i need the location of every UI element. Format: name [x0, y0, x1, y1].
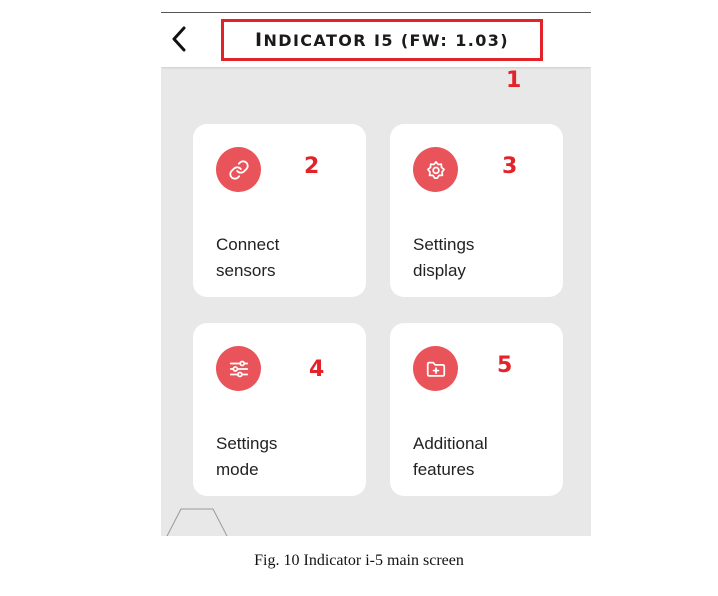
top-bar: INDICATOR I5 (FW: 1.03)	[161, 12, 591, 67]
card-label-line: display	[413, 261, 466, 280]
chevron-left-icon	[172, 26, 186, 52]
callout-number-3: 3	[502, 154, 518, 179]
folder-plus-icon	[426, 361, 445, 377]
card-label-line: Settings	[413, 235, 475, 254]
settings-mode-card[interactable]: 4 Settings mode	[193, 323, 366, 496]
card-label: Connect sensors	[216, 232, 356, 284]
additional-features-icon-circle	[413, 346, 458, 391]
connect-sensors-icon-circle	[216, 147, 261, 192]
card-label: Settings display	[413, 232, 553, 284]
bottom-sheet-handle[interactable]	[165, 506, 231, 536]
gear-flower-icon	[426, 160, 445, 179]
connect-sensors-card[interactable]: 2 Connect sensors	[193, 124, 366, 297]
settings-display-card[interactable]: 3 Settings display	[390, 124, 563, 297]
title-rest: NDICATOR I5 (FW: 1.03)	[263, 31, 509, 50]
settings-mode-icon-circle	[216, 346, 261, 391]
sliders-icon	[229, 360, 248, 377]
callout-number-5: 5	[497, 353, 513, 378]
card-label: Settings mode	[216, 431, 356, 483]
page-title: INDICATOR I5 (FW: 1.03)	[255, 29, 509, 51]
callout-number-2: 2	[304, 154, 320, 179]
card-label-line: features	[413, 460, 475, 479]
settings-display-icon-circle	[413, 147, 458, 192]
card-label-line: Settings	[216, 434, 278, 453]
title-highlight-box: INDICATOR I5 (FW: 1.03)	[221, 19, 543, 61]
card-label: Additional features	[413, 431, 553, 483]
link-icon	[228, 159, 249, 180]
figure-caption: Fig. 10 Indicator i-5 main screen	[254, 552, 464, 569]
callout-number-4: 4	[309, 357, 325, 382]
card-label-line: sensors	[216, 261, 276, 280]
back-button[interactable]	[165, 23, 193, 55]
card-label-line: Additional	[413, 434, 488, 453]
card-label-line: mode	[216, 460, 259, 479]
callout-number-1: 1	[506, 68, 522, 93]
additional-features-card[interactable]: 5 Additional features	[390, 323, 563, 496]
title-initial: I	[254, 29, 264, 51]
card-label-line: Connect	[216, 235, 280, 254]
app-screen: INDICATOR I5 (FW: 1.03) 1 2 Connect sens…	[161, 12, 591, 536]
